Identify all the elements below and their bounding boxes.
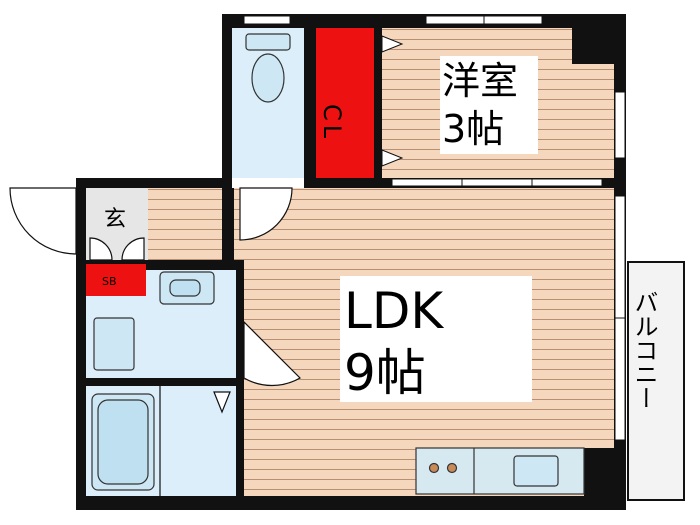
kitchen-sink — [513, 455, 559, 487]
balcony-label: バルコニー — [630, 290, 658, 410]
ldk-room-size: 9帖 — [344, 344, 426, 402]
wall-left — [76, 178, 86, 510]
bathtub-inner — [97, 399, 149, 485]
column-corridor — [222, 188, 234, 260]
western-label-bg — [440, 56, 538, 154]
closet-label: CL — [318, 104, 346, 142]
ldk-room-name: LDK — [344, 282, 444, 340]
wall-bath-top — [86, 378, 238, 386]
sliding-door-western — [391, 178, 603, 187]
closet — [316, 28, 374, 178]
washing-machine — [93, 317, 135, 371]
shoe-box-label: SB — [102, 275, 117, 288]
ldk-label-bg — [340, 276, 532, 402]
door-swings — [9, 187, 301, 414]
fixtures — [91, 33, 585, 496]
toilet-tank — [245, 33, 291, 51]
stove-burner-left — [428, 462, 440, 474]
stove-burner-right — [446, 462, 458, 474]
wall-bottom — [76, 496, 626, 510]
column-bottom-right — [584, 448, 614, 496]
western-room-size: 3帖 — [442, 107, 504, 151]
shoe-box — [86, 264, 146, 296]
toilet-door — [239, 187, 293, 241]
wall-toilet-closet — [304, 28, 316, 188]
entrance-door — [9, 187, 77, 255]
window-toilet-top — [243, 15, 291, 25]
western-room-name: 洋室 — [442, 59, 518, 103]
toilet-bowl — [251, 53, 285, 103]
entrance-label: 玄 — [104, 207, 126, 232]
wall-washroom-top — [86, 260, 238, 270]
column-top-right — [572, 28, 614, 64]
closet-door-marks — [381, 35, 404, 167]
labels: 洋室 3帖 LDK 9帖 CL 玄 SB バルコニー — [102, 56, 658, 410]
windows — [243, 15, 626, 441]
window-western-right — [614, 91, 626, 159]
wall-toilet-left — [222, 14, 232, 194]
entrance-inner-door-left — [89, 237, 113, 261]
wash-bowl — [169, 279, 201, 297]
balcony-floor — [627, 261, 685, 501]
wall-closet-right — [374, 28, 382, 188]
wall-entrance-top — [76, 178, 232, 188]
toilet-floor — [232, 28, 304, 178]
kitchen-counter — [415, 447, 585, 495]
wall-washroom-right — [236, 260, 244, 496]
entrance-inner-door-right — [121, 237, 145, 261]
bathroom-door-mark — [213, 391, 231, 414]
washroom-door — [243, 320, 301, 387]
